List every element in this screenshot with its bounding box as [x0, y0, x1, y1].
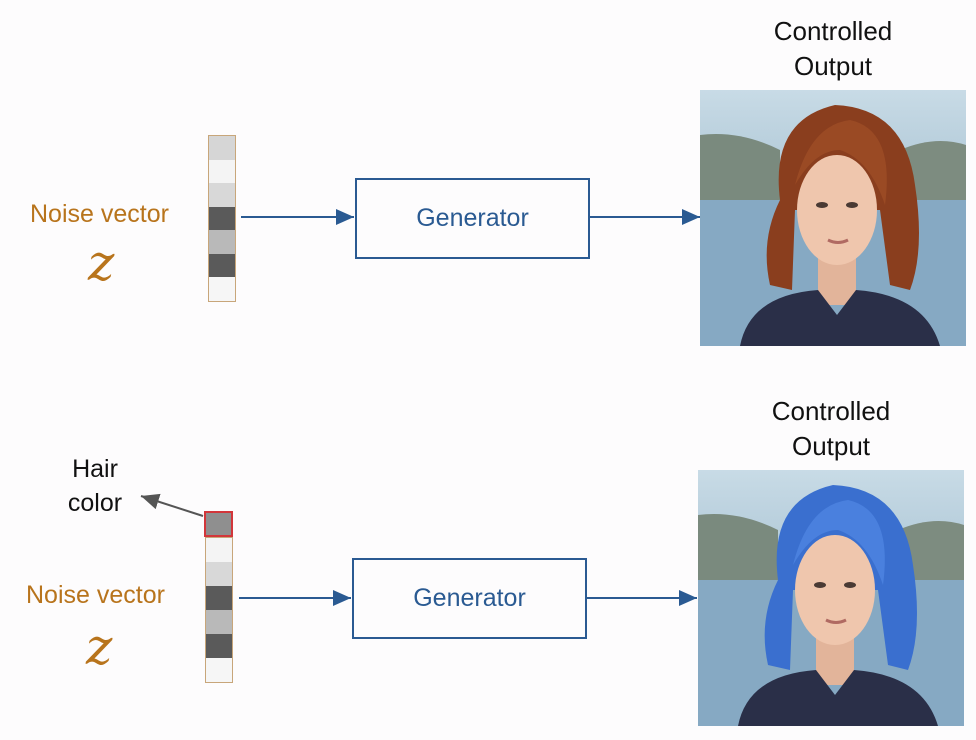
z-symbol: z	[88, 234, 115, 292]
hair-color-cell	[204, 511, 233, 537]
output-title-line2: Output	[793, 51, 873, 81]
bottom-arrows	[140, 493, 697, 606]
vector-cell	[209, 277, 235, 302]
vector-cell	[209, 206, 235, 231]
hair-color-label: Hair color	[55, 452, 135, 520]
vector-cell	[209, 253, 235, 278]
noise-vector-label: Noise vector	[30, 200, 169, 228]
vector-cell	[206, 658, 232, 682]
output-title-line1: Controlled	[771, 396, 891, 426]
noise-vector-label: Noise vector	[26, 581, 165, 609]
hair-pointer-arrow	[140, 493, 204, 517]
vector-cell	[206, 586, 232, 610]
noise-vector	[205, 537, 233, 683]
generator-box: Generator	[352, 558, 587, 639]
hair-label-line1: Hair	[72, 455, 118, 483]
generator-box: Generator	[355, 178, 590, 259]
top-arrows	[241, 209, 700, 225]
vector-cell	[206, 562, 232, 586]
output-title-line2: Output	[791, 431, 871, 461]
vector-cell	[209, 159, 235, 184]
output-title: Controlled Output	[733, 14, 933, 84]
generator-label: Generator	[413, 584, 526, 612]
vector-cell	[209, 183, 235, 207]
vector-cell	[209, 230, 235, 254]
output-title: Controlled Output	[731, 394, 931, 464]
vector-cell	[206, 634, 232, 658]
vector-cell	[206, 610, 232, 634]
z-symbol: z	[86, 618, 113, 676]
vector-cell	[206, 538, 232, 562]
output-title-line1: Controlled	[773, 16, 893, 46]
controllable-generation-panel: Hair color Noise vector z Generator Cont…	[0, 370, 976, 740]
generator-label: Generator	[416, 204, 529, 232]
hair-label-line2: color	[67, 489, 123, 517]
noise-vector	[208, 135, 236, 302]
unconditional-generation-panel: Noise vector z Generator Controlled Outp…	[30, 14, 966, 346]
portrait-red-hair-icon	[700, 90, 966, 346]
vector-cell	[209, 136, 235, 160]
portrait-blue-hair-icon	[698, 470, 964, 726]
